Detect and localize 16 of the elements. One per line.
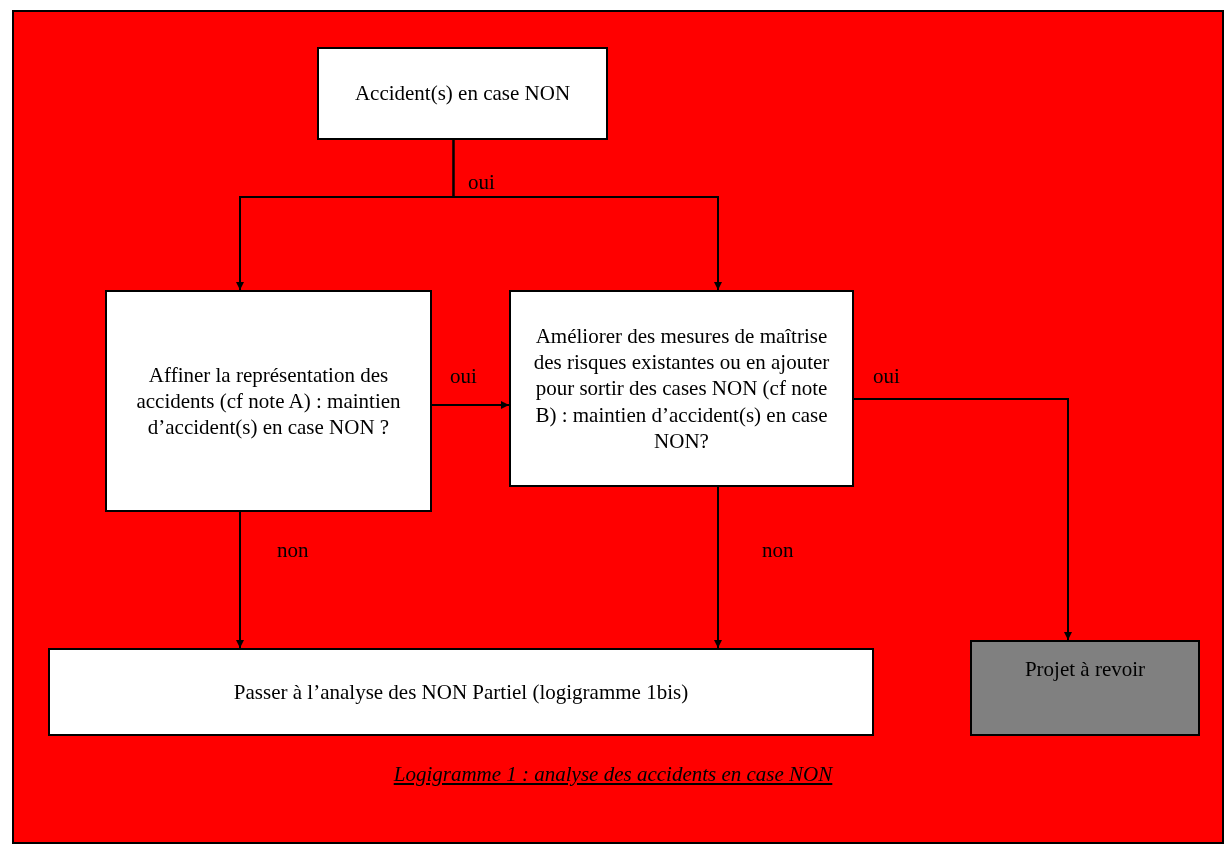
edge-label: non — [762, 540, 794, 561]
process-box: Accident(s) en case NON — [317, 47, 608, 140]
terminal-box: Projet à revoir — [970, 640, 1200, 736]
process-box: Passer à l’analyse des NON Partiel (logigramme 1bis) — [48, 648, 874, 736]
arrow — [714, 486, 722, 649]
edge-label: non — [277, 540, 309, 561]
caption: Logigramme 1 : analyse des accidents en case NON — [393, 762, 833, 786]
edge-label: oui — [468, 172, 495, 193]
edge-label: oui — [873, 366, 900, 387]
arrow — [236, 511, 244, 649]
process-box: Améliorer des mesures de maîtrise des risques existantes ou en ajouter pour sortir des cases NON (cf note B) : maintien d’accident(s) en case NON? — [509, 290, 854, 487]
arrow — [452, 139, 722, 291]
edge-label: oui — [450, 366, 477, 387]
arrow — [853, 398, 1072, 641]
process-box: Affiner la représentation des accidents (cf note A) : maintien d’accident(s) en case NON ? — [105, 290, 432, 512]
arrow — [431, 401, 510, 409]
